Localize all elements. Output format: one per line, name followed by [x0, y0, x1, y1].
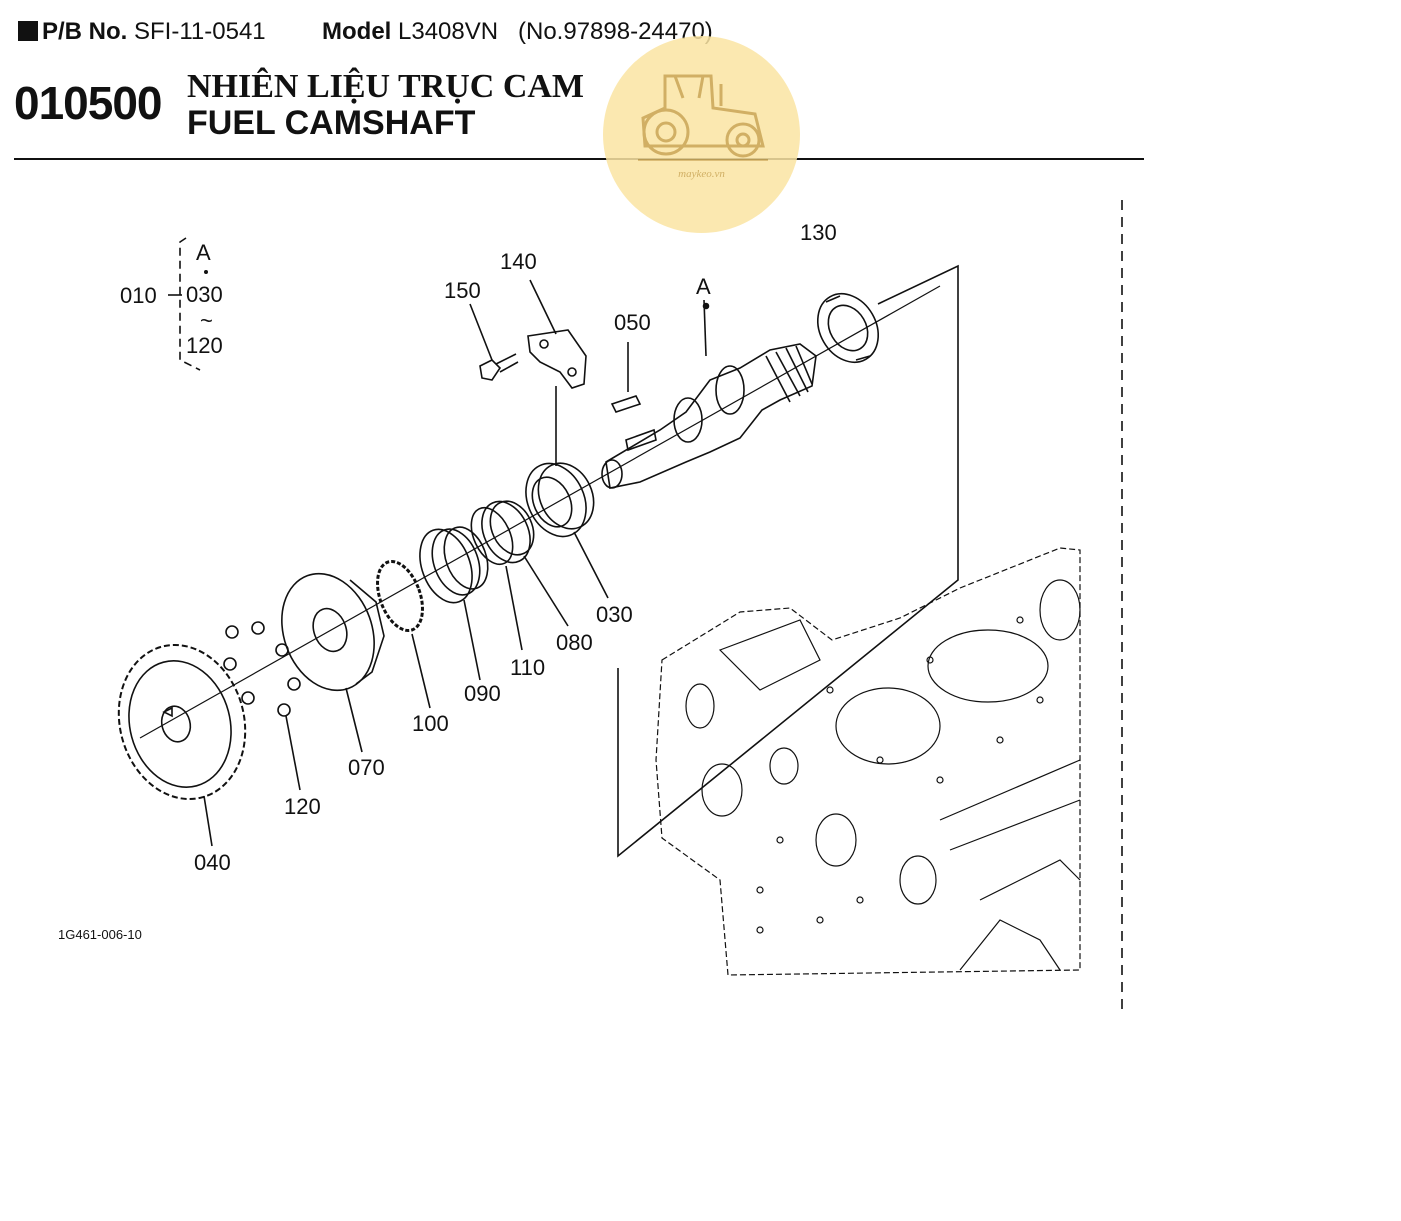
callout-050: 050 — [614, 310, 651, 335]
callout-080: 080 — [556, 630, 593, 655]
callout-150: 150 — [444, 278, 481, 303]
callout-120: 120 — [284, 794, 321, 819]
shaft-centerline — [139, 285, 941, 739]
key-050 — [610, 395, 642, 413]
camshaft — [601, 343, 817, 489]
pb-value: SFI-11-0541 — [134, 18, 266, 45]
sleeve-090 — [419, 526, 489, 604]
callout-090: 090 — [464, 681, 501, 706]
section-title-en: FUEL CAMSHAFT — [187, 104, 476, 142]
pb-number: P/B No. SFI-11-0541 — [18, 18, 266, 46]
gear-040 — [117, 643, 247, 801]
bracket-from-label: 030 — [186, 282, 223, 307]
header-divider — [14, 158, 1144, 160]
callout-100: 100 — [412, 711, 449, 736]
section-boundary — [617, 264, 959, 858]
bracket-tilde: ~ — [200, 308, 213, 333]
ring-110 — [470, 506, 514, 566]
engine-block — [655, 547, 1081, 976]
bearing-030 — [525, 462, 595, 538]
watermark-text: maykeo.vn — [678, 168, 725, 180]
callout-110: 110 — [510, 655, 545, 680]
section-code: 010500 — [14, 77, 162, 129]
callout-030: 030 — [596, 602, 633, 627]
bracket-top-label: A — [196, 240, 211, 265]
callout-140: 140 — [500, 249, 537, 274]
section-title-vn: NHIÊN LIỆU TRỤC CAM — [187, 68, 585, 105]
ball-ring-100 — [376, 559, 424, 633]
callout-040: 040 — [194, 850, 231, 875]
callout-130: 130 — [800, 220, 837, 245]
callout-070: 070 — [348, 755, 385, 780]
watermark: maykeo.vn — [603, 36, 800, 233]
model: Model L3408VN — [322, 18, 499, 45]
callout-A: A — [696, 274, 711, 299]
diagram-id: 1G461-006-10 — [58, 927, 142, 942]
square-bullet-icon — [18, 21, 38, 41]
model-value: L3408VN — [398, 18, 499, 45]
group-bracket — [179, 237, 201, 371]
bracket-main-label: 010 — [120, 283, 157, 308]
stopper-plate-140 — [527, 329, 587, 389]
bracket-to-label: 120 — [186, 333, 223, 358]
tractor-icon — [638, 74, 768, 161]
snap-ring-080 — [481, 500, 535, 564]
bolt-150 — [479, 353, 519, 381]
bearing-130 — [817, 293, 879, 363]
bolts-120 — [223, 621, 301, 717]
